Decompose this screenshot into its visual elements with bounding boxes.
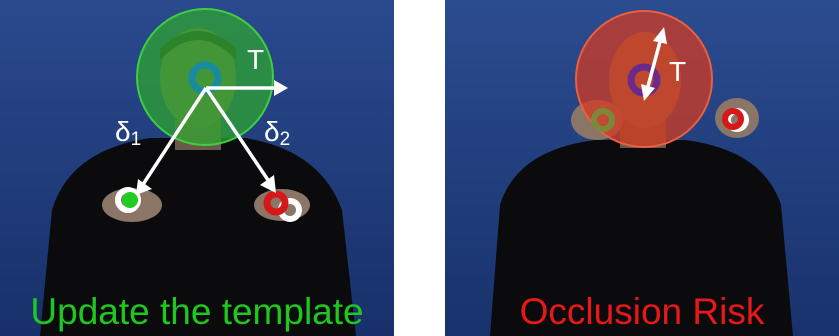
left-hand-marker <box>591 108 615 132</box>
left-hand-marker <box>122 192 138 208</box>
panel-caption: Update the template <box>30 291 364 332</box>
right-hand-marker <box>722 108 744 130</box>
motion-arrow <box>641 27 667 101</box>
right-hand-marker <box>263 190 289 216</box>
delta2-label: δ2 <box>264 116 291 150</box>
template-circle <box>136 8 274 146</box>
tau-label: T <box>669 56 687 87</box>
tau-label: T <box>247 44 265 75</box>
motion-arrows <box>136 80 288 195</box>
delta1-label: δ1 <box>115 116 142 150</box>
right-hand <box>715 98 759 138</box>
tracking-frame-update: T δ1 δ2 Update the template <box>0 0 394 336</box>
person-body <box>40 138 356 336</box>
person-body <box>490 140 793 336</box>
scene-right <box>445 0 839 336</box>
panel-caption: Occlusion Risk <box>519 291 765 332</box>
scene-left <box>0 0 394 336</box>
tracking-frame-occlusion: T Occlusion Risk <box>445 0 839 336</box>
